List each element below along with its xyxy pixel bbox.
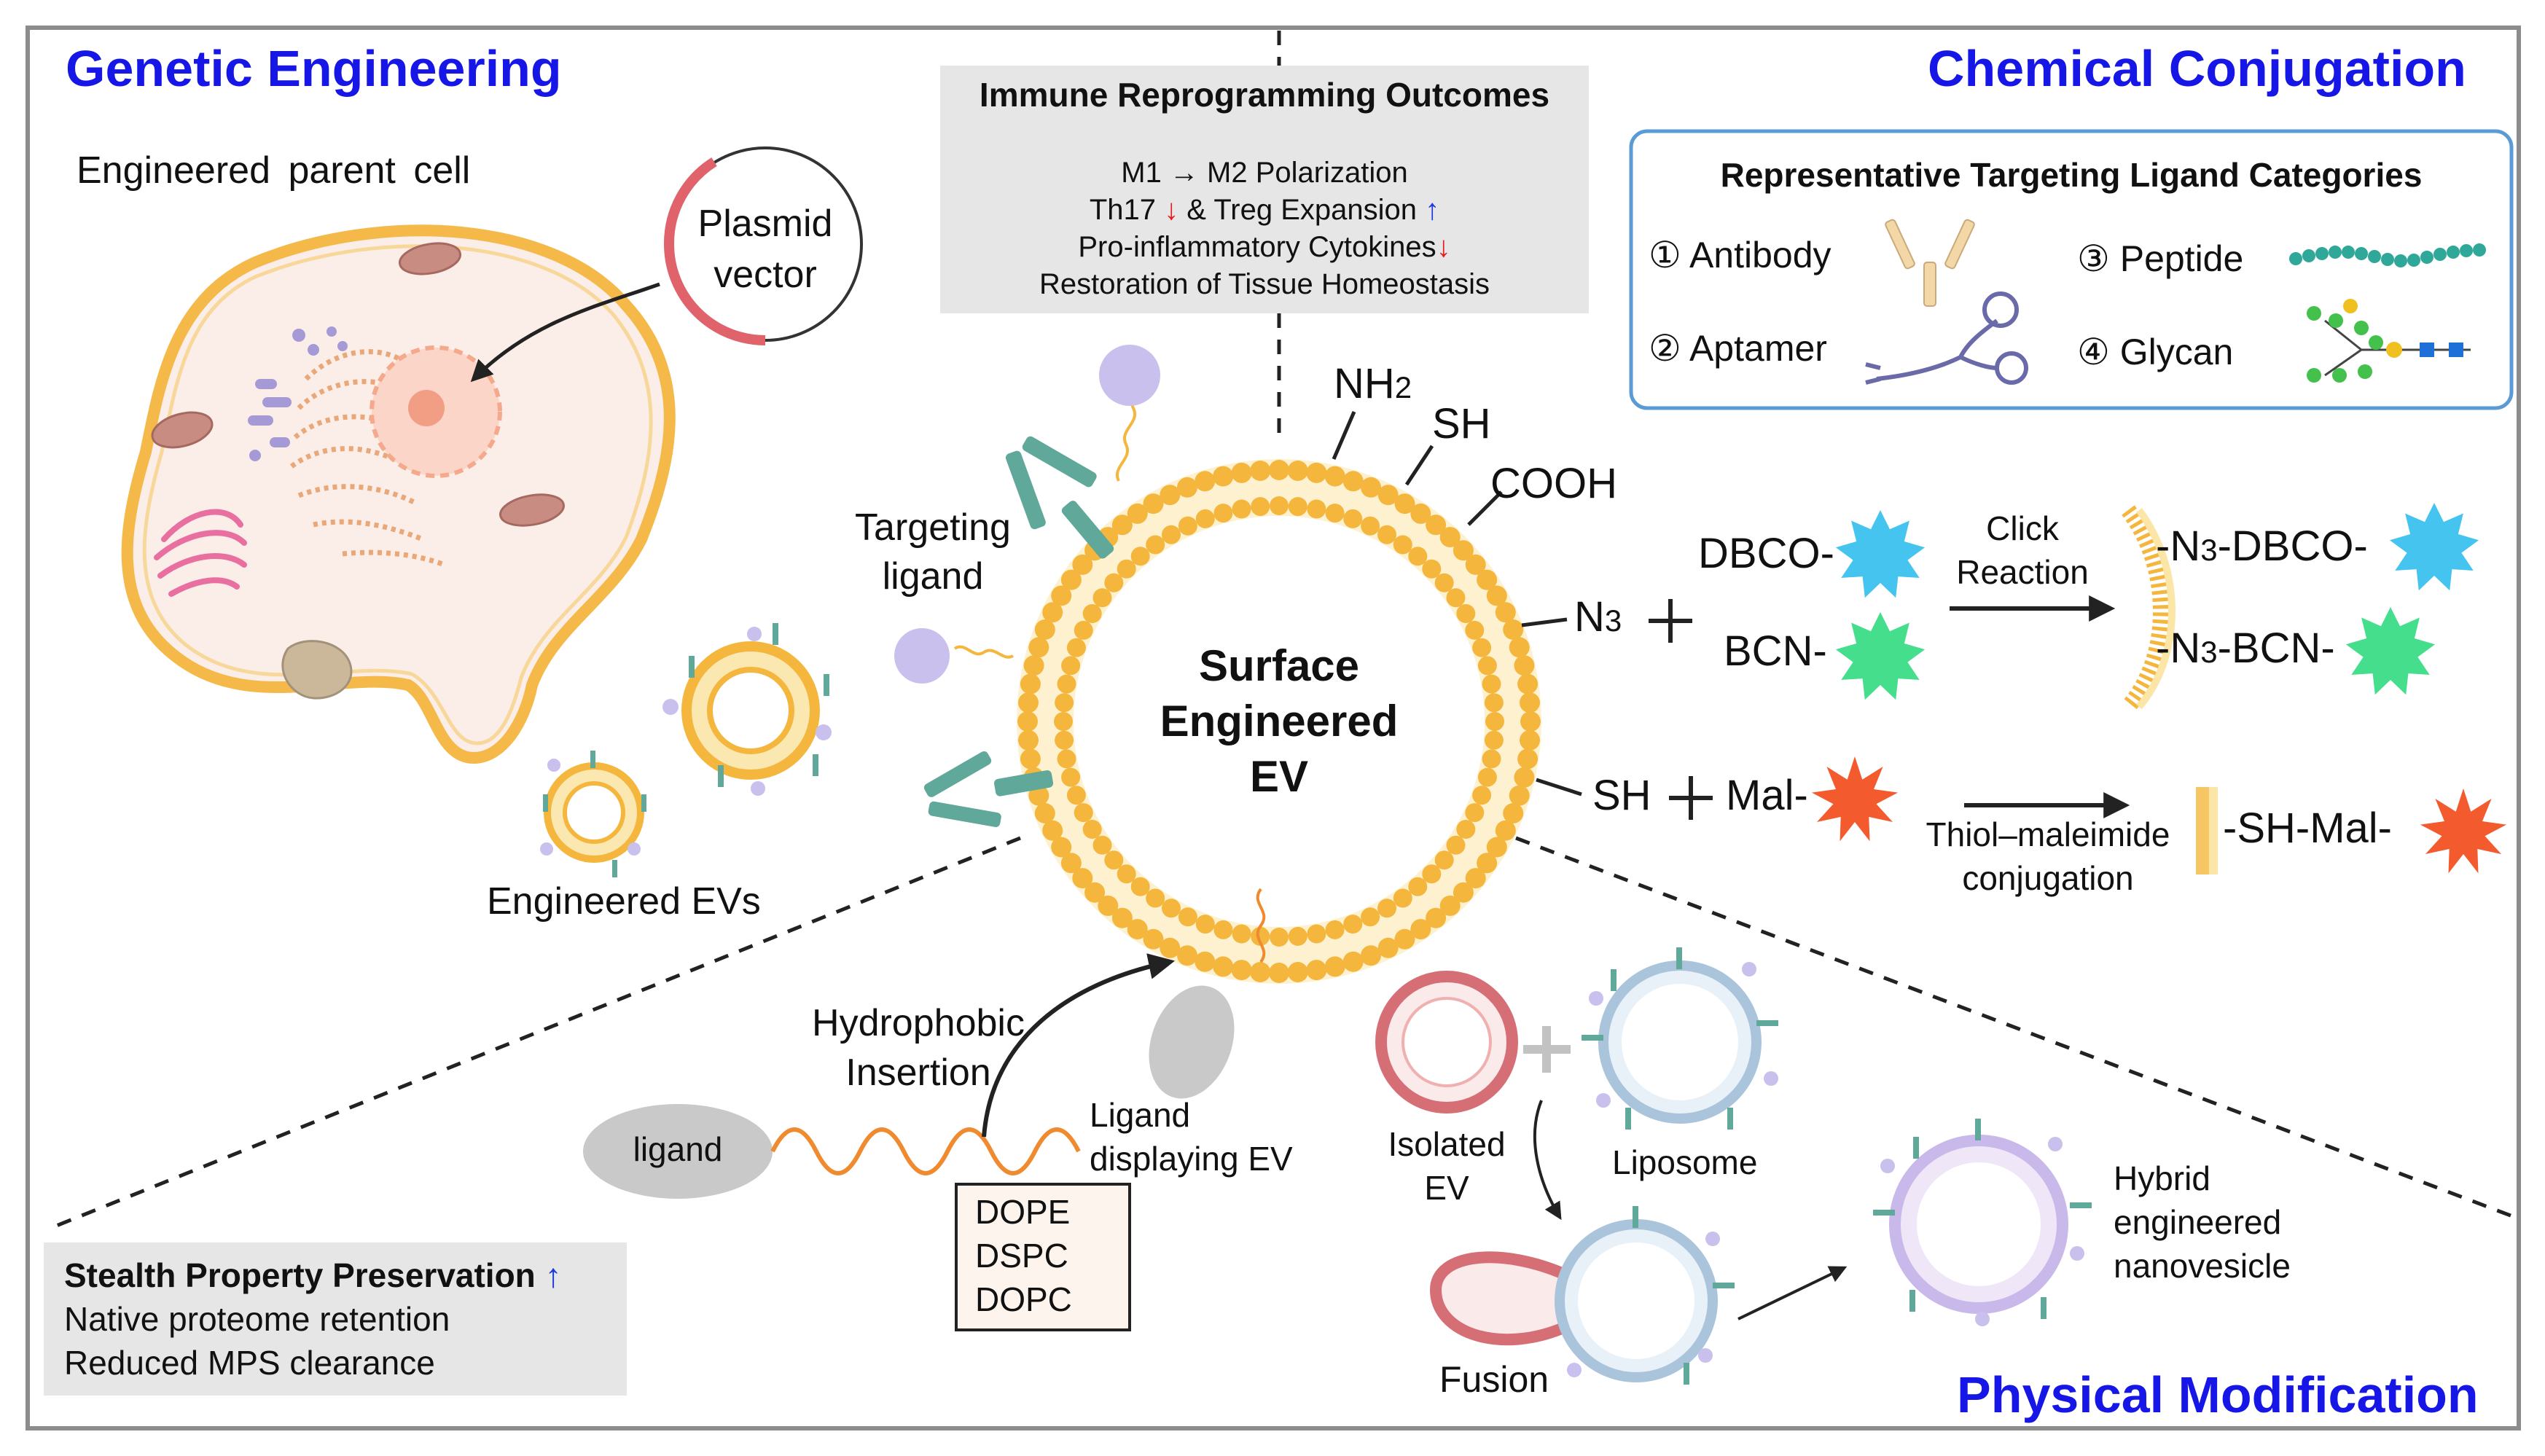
label-hydro-l1: Hydrophobic (812, 1002, 1025, 1044)
center-label-l3: EV (1249, 752, 1309, 801)
label-hybrid-l1: Hybrid (2114, 1159, 2210, 1197)
label-ligand-ev-l1: Ligand (1090, 1096, 1191, 1134)
label-dbco: DBCO- (1698, 530, 1834, 577)
aptamer-icon (1865, 291, 2028, 385)
group-sh-thiol: SH (1592, 772, 1651, 819)
ligand-item-glycan: ④ Glycan (2077, 332, 2234, 372)
lipid-dope: DOPE (975, 1193, 1071, 1231)
product-n3-dbco: -N3-DBCO- (2156, 522, 2368, 570)
group-sh: SH (1432, 400, 1491, 447)
label-click-l1: Click (1986, 509, 2059, 547)
outcomes-line-1: M1 → M2 Polarization (1121, 157, 1408, 189)
fusion-vesicles (1429, 1206, 1735, 1385)
label-engineered-evs: Engineered EVs (487, 880, 761, 923)
label-parent-cell: Engineered parent cell (77, 149, 471, 192)
stealth-panel (44, 1242, 627, 1396)
lipid-dopc: DOPC (975, 1280, 1072, 1318)
plasmid-vector (470, 146, 863, 383)
ligand-panel-title: Representative Targeting Ligand Categori… (1720, 156, 2423, 194)
ligand-item-peptide: ③ Peptide (2077, 238, 2244, 279)
label-fusion: Fusion (1439, 1359, 1549, 1400)
lipid-dspc: DSPC (975, 1237, 1068, 1275)
label-thiol-l1: Thiol–maleimide (1926, 815, 2170, 853)
label-isolated-l1: Isolated (1388, 1125, 1506, 1163)
down-arrow-icon: ↓ (1164, 194, 1179, 226)
label-bcn: BCN- (1724, 627, 1827, 675)
fusion-arrow (1533, 1100, 1562, 1221)
outcomes-title: Immune Reprogramming Outcomes (979, 76, 1550, 114)
outer-frame (26, 26, 2521, 1430)
parent-cell (121, 224, 676, 764)
outcomes-line-3: Pro-inflammatory Cytokines↓ (1078, 231, 1451, 263)
label-ligand: ligand (633, 1130, 723, 1168)
lipid-box (955, 1183, 1131, 1331)
heading-chemical-conjugation: Chemical Conjugation (1928, 40, 2466, 97)
label-thiol-l2: conjugation (1962, 859, 2134, 897)
plus-sign-fusion (1523, 1026, 1571, 1073)
label-mal: Mal- (1726, 772, 1808, 819)
label-hybrid-l3: nanovesicle (2114, 1247, 2291, 1285)
up-arrow-icon: ↑ (544, 1256, 562, 1294)
product-bcn-star (2345, 607, 2436, 695)
outcomes-line-4: Restoration of Tissue Homeostasis (1039, 268, 1490, 300)
down-arrow-icon: ↓ (1436, 231, 1451, 263)
peptide-icon (2289, 243, 2486, 267)
dbco-star (1835, 510, 1926, 598)
ligand-displaying-ev-blob (1149, 985, 1235, 1099)
product-membrane-arc (2122, 505, 2175, 713)
central-ev-antibodies (923, 436, 1114, 827)
glycan-icon (2307, 299, 2471, 383)
heading-genetic-engineering: Genetic Engineering (66, 40, 562, 97)
stealth-line-1: Native proteome retention (64, 1300, 450, 1338)
thiol-product-membrane (2196, 787, 2218, 874)
bcn-star (1835, 612, 1926, 700)
center-label-l2: Engineered (1160, 697, 1399, 745)
label-liposome: Liposome (1612, 1143, 1758, 1181)
label-click-l2: Reaction (1956, 553, 2089, 591)
insertion-arrow (982, 953, 1176, 1138)
ligand-molecule (583, 1104, 1081, 1199)
heading-physical-modification: Physical Modification (1957, 1366, 2479, 1423)
engineered-ev-small (540, 751, 646, 877)
antibody-icon (1885, 219, 1975, 307)
label-isolated-l2: EV (1424, 1169, 1469, 1207)
center-label-l1: Surface (1198, 641, 1360, 690)
hybrid-nanovesicle (1873, 1119, 2092, 1326)
functional-group-lines (1332, 411, 1582, 797)
product-mal-star (2420, 788, 2507, 874)
stealth-line-2: Reduced MPS clearance (64, 1344, 435, 1382)
central-ev-ligands (894, 345, 1266, 963)
product-n3-bcn: -N3-BCN- (2156, 625, 2335, 672)
label-hydro-l2: Insertion (845, 1052, 991, 1094)
ligand-item-antibody: ① Antibody (1649, 235, 1831, 275)
ligand-panel (1629, 129, 2514, 410)
plus-sign-n3 (1649, 599, 1692, 643)
group-cooh: COOH (1490, 460, 1617, 507)
group-n3: N3 (1574, 593, 1622, 641)
label-targeting-l2: ligand (882, 555, 984, 598)
maleimide-star (1811, 756, 1899, 842)
plus-sign-thiol (1669, 776, 1713, 820)
label-plasmid-l2: vector (714, 254, 817, 296)
label-ligand-ev-l2: displaying EV (1090, 1140, 1293, 1178)
engineered-ev-large (662, 623, 832, 796)
liposome (1582, 947, 1778, 1130)
stealth-title: Stealth Property Preservation ↑ (64, 1256, 562, 1294)
central-ev-membrane (1017, 459, 1541, 984)
label-plasmid-l1: Plasmid (697, 203, 833, 245)
ligand-item-aptamer: ② Aptamer (1649, 328, 1827, 369)
hybrid-arrow (1737, 1266, 1848, 1320)
label-targeting-l1: Targeting (855, 506, 1011, 549)
outcomes-panel (940, 66, 1589, 313)
outcomes-line-2: Th17 ↓ & Treg Expansion ↑ (1089, 194, 1440, 226)
label-hybrid-l2: engineered (2114, 1203, 2282, 1241)
product-dbco-star (2389, 503, 2479, 591)
product-sh-mal: -SH-Mal- (2223, 805, 2392, 852)
isolated-ev (1375, 971, 1518, 1113)
group-nh2: NH2 (1334, 360, 1412, 407)
up-arrow-icon: ↑ (1425, 194, 1440, 226)
